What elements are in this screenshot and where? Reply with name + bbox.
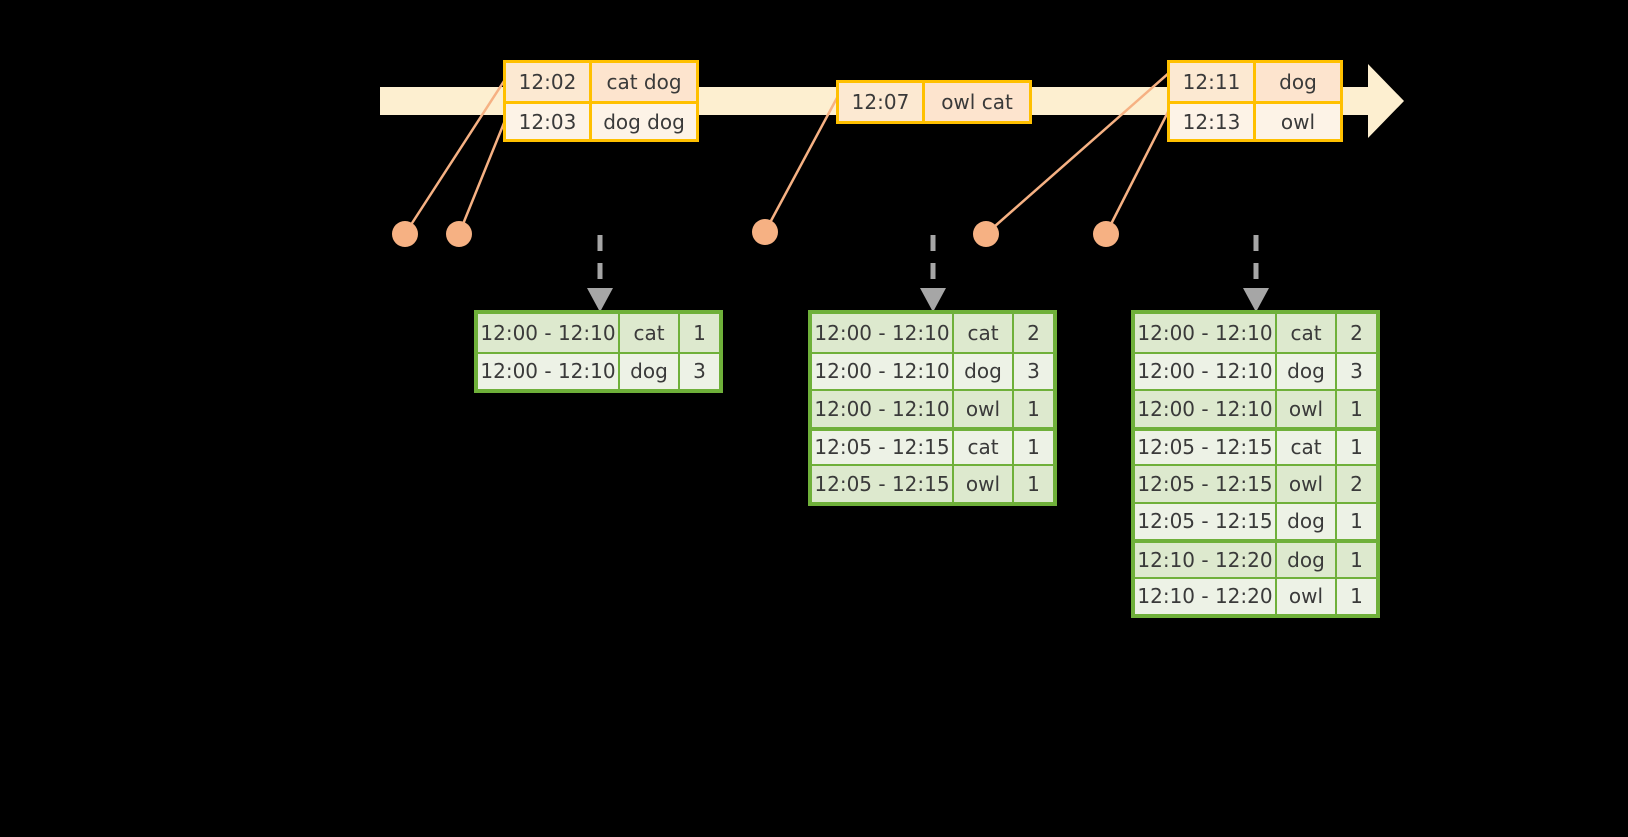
word-key-cell: cat — [620, 314, 680, 352]
event-timestamp: 12:07 — [839, 83, 925, 121]
word-count-cell: 1 — [1014, 391, 1053, 427]
emit-arrow-head-2 — [920, 288, 946, 312]
event-dot-1211 — [973, 221, 999, 247]
window-range-cell: 12:00 - 12:10 — [478, 353, 620, 389]
emit-arrows — [587, 235, 1269, 312]
window-range-cell: 12:05 - 12:15 — [1135, 503, 1277, 539]
window-range-cell: 12:00 - 12:10 — [812, 391, 954, 427]
event-words: owl cat — [925, 83, 1029, 121]
word-count-cell: 1 — [1014, 466, 1053, 502]
word-count-cell: 1 — [1014, 430, 1053, 464]
emit-arrow-head-1 — [587, 288, 613, 312]
connector-line — [763, 95, 840, 233]
window-range-cell: 12:05 - 12:15 — [1135, 466, 1277, 502]
word-key-cell: owl — [1277, 578, 1337, 614]
connector-line — [1104, 107, 1172, 235]
window-range-cell: 12:10 - 12:20 — [1135, 578, 1277, 614]
word-key-cell: owl — [954, 391, 1014, 427]
word-key-cell: owl — [1277, 466, 1337, 502]
event-dot-1207 — [752, 219, 778, 245]
word-key-cell: owl — [954, 466, 1014, 502]
word-count-cell: 1 — [1337, 391, 1376, 427]
event-words: dog dog — [592, 104, 696, 139]
word-key-cell: cat — [1277, 314, 1337, 352]
event-timestamp: 12:03 — [506, 104, 592, 139]
word-count-cell: 1 — [1337, 503, 1376, 539]
connector-line — [403, 77, 508, 235]
event-timestamp: 12:13 — [1170, 104, 1256, 139]
word-count-cell: 1 — [1337, 430, 1376, 464]
window-range-cell: 12:05 - 12:15 — [1135, 430, 1277, 464]
word-key-cell: owl — [1277, 391, 1337, 427]
event-dots — [392, 219, 1119, 247]
event-words: dog — [1256, 63, 1340, 101]
window-range-cell: 12:05 - 12:15 — [812, 466, 954, 502]
window-range-cell: 12:05 - 12:15 — [812, 430, 954, 464]
word-key-cell: cat — [954, 430, 1014, 464]
event-words: owl — [1256, 104, 1340, 139]
word-count-cell: 3 — [1014, 353, 1053, 389]
word-count-cell: 2 — [1337, 466, 1376, 502]
window-range-cell: 12:00 - 12:10 — [1135, 353, 1277, 389]
word-count-cell: 2 — [1014, 314, 1053, 352]
word-count-cell: 1 — [1337, 578, 1376, 614]
event-dot-1203 — [446, 221, 472, 247]
event-timestamp: 12:02 — [506, 63, 592, 101]
word-count-cell: 2 — [1337, 314, 1376, 352]
word-key-cell: dog — [1277, 353, 1337, 389]
word-key-cell: dog — [954, 353, 1014, 389]
word-key-cell: cat — [1277, 430, 1337, 464]
event-dot-1213 — [1093, 221, 1119, 247]
window-range-cell: 12:00 - 12:10 — [812, 314, 954, 352]
window-range-cell: 12:00 - 12:10 — [478, 314, 620, 352]
emit-arrow-head-3 — [1243, 288, 1269, 312]
word-key-cell: dog — [1277, 503, 1337, 539]
connector-line — [457, 117, 508, 235]
word-key-cell: dog — [1277, 543, 1337, 577]
window-range-cell: 12:00 - 12:10 — [1135, 314, 1277, 352]
word-count-cell: 1 — [680, 314, 719, 352]
event-words: cat dog — [592, 63, 696, 101]
word-count-cell: 3 — [1337, 353, 1376, 389]
word-count-cell: 1 — [1337, 543, 1376, 577]
event-dot-1202 — [392, 221, 418, 247]
window-range-cell: 12:00 - 12:10 — [1135, 391, 1277, 427]
event-timestamp: 12:11 — [1170, 63, 1256, 101]
word-count-cell: 3 — [680, 353, 719, 389]
word-key-cell: dog — [620, 353, 680, 389]
word-key-cell: cat — [954, 314, 1014, 352]
window-range-cell: 12:10 - 12:20 — [1135, 543, 1277, 577]
window-range-cell: 12:00 - 12:10 — [812, 353, 954, 389]
